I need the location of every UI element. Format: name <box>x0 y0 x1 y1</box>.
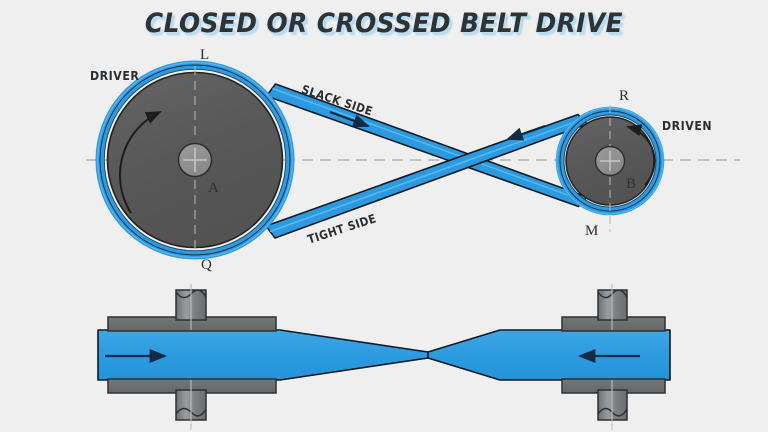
lower-right-shaft <box>597 284 628 430</box>
point-label-M: M <box>585 223 599 239</box>
driver-belt-ring <box>95 60 295 260</box>
driven-center-mark <box>600 151 620 171</box>
driver-center-mark <box>183 148 207 172</box>
point-label-L: L <box>200 47 210 63</box>
tight-side-direction-arrow <box>506 125 546 141</box>
driver-pulley <box>106 66 284 254</box>
lower-left-pulley-rim <box>107 316 277 394</box>
page-title: CLOSED OR CROSSED BELT DRIVE <box>144 8 624 39</box>
lower-right-belt-band <box>427 329 671 381</box>
driven-label: DRIVEN <box>662 118 713 133</box>
driven-rotation-arrow <box>626 124 656 186</box>
point-label-Q: Q <box>201 257 212 273</box>
center-label-A: A <box>208 180 219 196</box>
driven-pulley <box>565 105 656 232</box>
driver-rotation-arrow <box>118 111 162 214</box>
lower-left-shaft <box>175 284 207 430</box>
center-label-B: B <box>626 176 637 192</box>
point-label-R: R <box>619 88 630 104</box>
belt-tight-side <box>265 113 588 239</box>
slack-side-direction-arrow <box>329 111 370 128</box>
belt-slack-side <box>265 83 588 208</box>
driver-label: DRIVER <box>90 68 140 83</box>
